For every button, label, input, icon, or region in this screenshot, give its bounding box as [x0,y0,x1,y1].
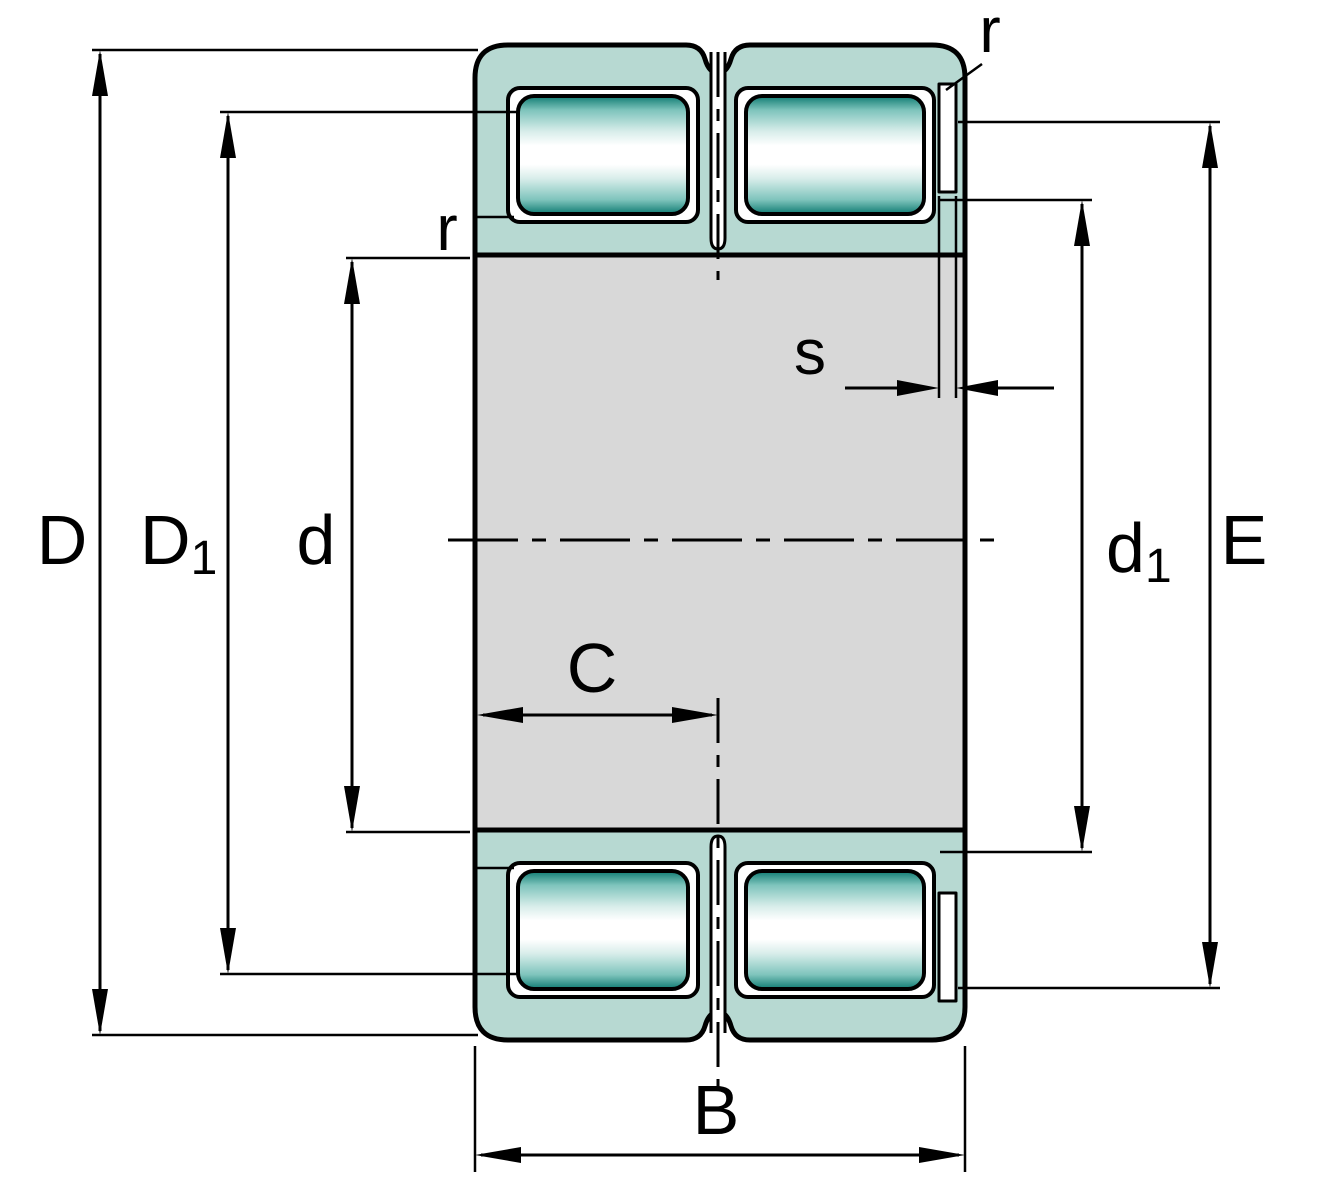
arrow-up-icon [92,50,108,96]
arrow-down-icon [1074,806,1090,852]
dim-label-B: B [693,1071,740,1149]
dimension-d: d [297,256,470,834]
dim-label-d1: d1 [1106,509,1172,593]
dim-label-r-outer: r [979,0,1000,66]
arrow-up-icon [1202,122,1218,168]
inner-bore-section [472,252,968,833]
dimension-s: s [794,196,1054,398]
arrow-left-icon [475,1147,521,1163]
dim-label-D: D [37,501,88,579]
dimension-D1: D1 [140,110,517,976]
dim-label-E: E [1221,501,1268,579]
arrow-left-icon [956,380,998,396]
snap-ring [937,82,958,194]
dimension-B: B [473,1046,967,1172]
leader-line [945,62,983,92]
arrow-up-icon [220,112,236,158]
arrow-down-icon [220,928,236,974]
arrow-up-icon [344,258,360,304]
dim-label-D1: D1 [140,501,217,585]
dim-label-d: d [297,501,336,579]
dimension-C: C [477,629,718,723]
dimension-d1: d1 [940,198,1172,854]
dimension-D: D [37,48,478,1037]
roller-left [516,94,690,216]
arrow-right-icon [672,707,718,723]
dim-label-s: s [794,316,826,388]
arrow-right-icon [897,380,939,396]
dim-label-C: C [567,629,618,707]
arrow-up-icon [1074,200,1090,246]
roller-right [744,94,926,216]
radius-label-outer: r [945,0,1001,92]
dim-label-r-inner: r [436,192,457,264]
radius-label-inner: r [436,192,457,264]
arrow-down-icon [344,786,360,832]
arrow-left-icon [477,707,523,723]
arrow-right-icon [919,1147,965,1163]
arrow-down-icon [1202,942,1218,988]
dimension-E: E [958,120,1268,990]
arrow-down-icon [92,989,108,1035]
roller-row-top [477,52,958,251]
